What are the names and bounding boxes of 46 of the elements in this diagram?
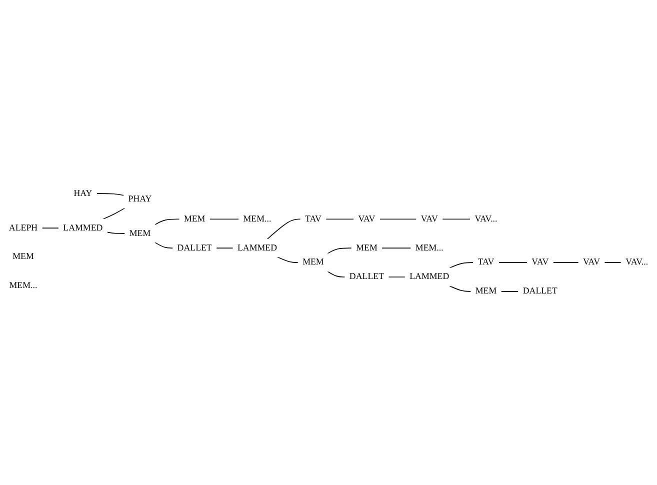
connector bbox=[552, 262, 579, 263]
node-text: MEM bbox=[184, 214, 206, 224]
connector bbox=[276, 256, 299, 263]
node-text: VAV bbox=[420, 214, 438, 224]
node-text: VAV bbox=[583, 258, 600, 267]
connector bbox=[266, 218, 301, 240]
node-text: LAMMED bbox=[410, 272, 450, 282]
node-text: MEM bbox=[302, 258, 324, 267]
connector bbox=[325, 218, 354, 220]
connector bbox=[449, 285, 472, 292]
node-text: MEM bbox=[129, 228, 151, 238]
node-text: MEM... bbox=[243, 214, 272, 224]
node-text: MEM... bbox=[9, 280, 38, 290]
connector bbox=[96, 193, 124, 196]
node-text: PHAY bbox=[128, 194, 152, 204]
node-text: DALLET bbox=[522, 286, 558, 296]
connector bbox=[442, 218, 471, 220]
connector bbox=[449, 262, 474, 268]
node-text: DALLET bbox=[177, 243, 212, 253]
connector bbox=[154, 218, 180, 226]
connector bbox=[498, 262, 528, 263]
node-text: VAV bbox=[532, 258, 549, 267]
node-text: MEM... bbox=[415, 243, 444, 253]
node-text: HAY bbox=[74, 188, 92, 198]
node-text: VAV... bbox=[626, 258, 648, 267]
node-text: TAV bbox=[305, 214, 322, 224]
connector bbox=[500, 291, 519, 292]
connector bbox=[379, 218, 417, 220]
node-text: VAV bbox=[358, 214, 376, 224]
node-text: MEM bbox=[12, 252, 34, 262]
connector bbox=[102, 208, 126, 220]
node-text: LAMMED bbox=[237, 243, 278, 253]
connector bbox=[388, 276, 406, 278]
connector bbox=[327, 248, 352, 254]
connector bbox=[154, 242, 174, 248]
connector bbox=[209, 218, 240, 220]
node-text: MEM bbox=[356, 243, 378, 253]
connector bbox=[327, 271, 346, 278]
node-text: DALLET bbox=[349, 272, 384, 282]
node-text: ALEPH bbox=[8, 223, 38, 232]
connector bbox=[106, 232, 126, 234]
node-text: VAV... bbox=[474, 214, 498, 224]
node-text: TAV bbox=[478, 258, 494, 267]
node-text: LAMMED bbox=[63, 223, 103, 232]
node-text: MEM bbox=[475, 286, 497, 296]
connector bbox=[604, 262, 622, 263]
